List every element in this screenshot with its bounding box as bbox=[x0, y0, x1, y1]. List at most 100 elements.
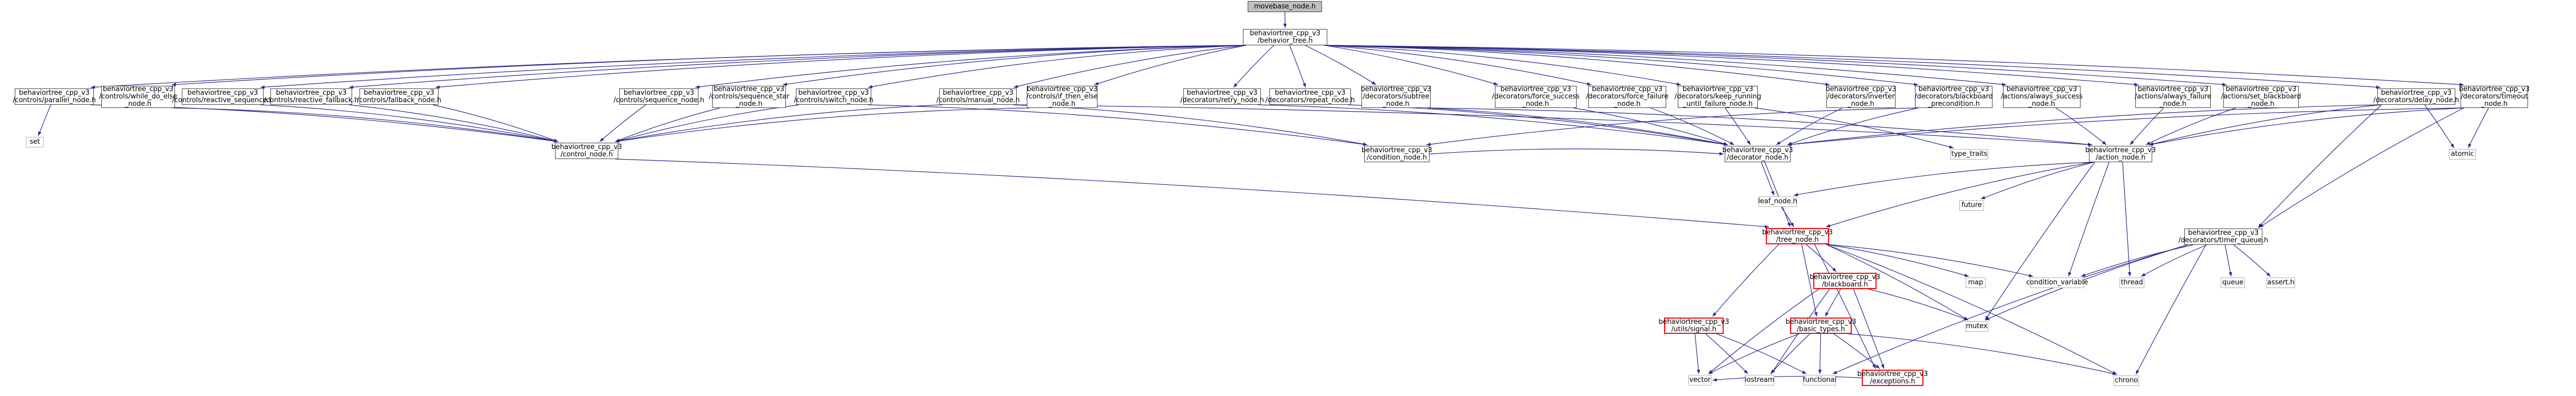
graph-edge-timeout_node-to-timer_queue bbox=[2259, 107, 2464, 228]
graph-node-while_do_else[interactable]: behaviortree_cpp_v3 /controls/while_do_e… bbox=[99, 85, 177, 108]
graph-node-tree_node[interactable]: behaviortree_cpp_v3 /tree_node.h bbox=[1762, 228, 1833, 244]
graph-edge-action_node-to-future bbox=[1980, 162, 2094, 200]
graph-node-thread[interactable]: thread bbox=[2120, 278, 2144, 288]
graph-node-reactive_sequence[interactable]: behaviortree_cpp_v3 /controls/reactive_s… bbox=[172, 88, 274, 105]
graph-edge-signal-to-iostream bbox=[1705, 333, 1748, 374]
graph-edge-action_node-to-leaf_node bbox=[1793, 162, 2093, 196]
graph-node-switch_node[interactable]: behaviortree_cpp_v3 /controls/switch_nod… bbox=[793, 88, 874, 105]
graph-node-retry_node[interactable]: behaviortree_cpp_v3 /decorators/retry_no… bbox=[1180, 88, 1264, 105]
graph-edge-tree_node-to-signal bbox=[1712, 244, 1780, 317]
graph-edge-basic_types-to-vector bbox=[1708, 333, 1800, 374]
graph-edge-signal-to-vector bbox=[1694, 333, 1700, 374]
graph-edge-behavior_tree-to-switch_node bbox=[868, 45, 1247, 88]
graph-node-always_success[interactable]: behaviortree_cpp_v3 /actions/always_succ… bbox=[2000, 85, 2083, 108]
graph-node-future[interactable]: future bbox=[1959, 200, 1984, 211]
graph-edge-behavior_tree-to-force_failure bbox=[1324, 45, 1592, 86]
graph-edge-timer_queue-to-chrono bbox=[2135, 244, 2206, 375]
graph-edge-behavior_tree-to-if_then_else bbox=[1094, 45, 1247, 85]
graph-node-functional[interactable]: functional bbox=[1803, 375, 1836, 385]
graph-edge-manual_node-to-control_node bbox=[615, 104, 943, 143]
graph-node-root[interactable]: movebase_node.h bbox=[1248, 1, 1322, 12]
graph-node-assert[interactable]: assert.h bbox=[2267, 278, 2295, 288]
graph-node-exceptions[interactable]: behaviortree_cpp_v3 /exceptions.h bbox=[1857, 370, 1928, 386]
graph-edge-behavior_tree-to-set_blackboard bbox=[1324, 45, 2227, 86]
graph-edge-basic_types-to-exceptions bbox=[1833, 333, 1880, 369]
graph-node-delay_node[interactable]: behaviortree_cpp_v3 /decorators/delay_no… bbox=[2373, 88, 2460, 105]
graph-node-leaf_node[interactable]: leaf_node.h bbox=[1758, 196, 1797, 207]
graph-edge-blackboard-to-mutex bbox=[1868, 289, 1969, 321]
graph-node-condition_variable[interactable]: condition_variable bbox=[2026, 278, 2088, 288]
graph-node-condition_node[interactable]: behaviortree_cpp_v3 /condition_node.h bbox=[1362, 146, 1432, 162]
graph-edge-tree_node-to-blackboard bbox=[1805, 244, 1837, 272]
graph-node-control_node[interactable]: behaviortree_cpp_v3 /control_node.h bbox=[551, 143, 622, 159]
graph-edge-switch_node-to-control_node bbox=[615, 104, 800, 143]
graph-edge-set_blackboard-to-action_node bbox=[2145, 107, 2236, 145]
graph-edge-delay_node-to-timer_queue bbox=[2258, 104, 2382, 228]
graph-node-atomic[interactable]: atomic bbox=[2449, 149, 2476, 160]
graph-node-blackboard_precond[interactable]: behaviortree_cpp_v3 /decorators/blackboa… bbox=[1914, 85, 1993, 108]
graph-edge-manual_node-to-action_node bbox=[1013, 104, 2093, 146]
graph-node-chrono[interactable]: chrono bbox=[2114, 375, 2139, 386]
graph-edge-always_failure-to-action_node bbox=[2130, 107, 2164, 145]
graph-edge-fallback_node-to-control_node bbox=[432, 104, 559, 142]
graph-node-repeat_node[interactable]: behaviortree_cpp_v3 /decorators/repeat_n… bbox=[1265, 88, 1355, 105]
graph-edge-behavior_tree-to-fallback_node bbox=[435, 45, 1247, 89]
graph-edge-blackboard-to-basic_types bbox=[1825, 289, 1841, 317]
graph-edge-parallel_node-to-set bbox=[38, 104, 51, 136]
graph-edge-behavior_tree-to-manual_node bbox=[1013, 45, 1247, 88]
graph-edge-manual_node-to-condition_node bbox=[1013, 104, 1368, 146]
graph-edge-while_do_else-to-control_node bbox=[171, 107, 559, 143]
graph-edge-delay_node-to-decorator_node bbox=[1787, 104, 2381, 146]
graph-edge-timer_queue-to-assert bbox=[2233, 244, 2271, 277]
graph-node-reactive_fallback[interactable]: behaviortree_cpp_v3 /controls/reactive_f… bbox=[264, 88, 359, 105]
graph-edge-timer_queue-to-functional bbox=[1832, 244, 2188, 374]
graph-node-timeout_node[interactable]: behaviortree_cpp_v3 /decorators/timeout … bbox=[2459, 85, 2530, 108]
graph-node-type_traits[interactable]: type_traits bbox=[1950, 149, 1988, 160]
graph-node-action_node[interactable]: behaviortree_cpp_v3 /action_node.h bbox=[2085, 146, 2156, 162]
graph-node-if_then_else[interactable]: behaviortree_cpp_v3 /controls/if_then_el… bbox=[1026, 85, 1098, 108]
graph-node-set_blackboard[interactable]: behaviortree_cpp_v3 /actions/set_blackbo… bbox=[2221, 85, 2301, 108]
graph-node-force_success[interactable]: behaviortree_cpp_v3 /decorators/force_su… bbox=[1492, 85, 1580, 108]
graph-node-force_failure[interactable]: behaviortree_cpp_v3 /decorators/force_fa… bbox=[1586, 85, 1669, 108]
graph-edge-basic_types-to-functional bbox=[1818, 333, 1822, 374]
graph-node-mutex[interactable]: mutex bbox=[1965, 321, 1988, 332]
graph-node-set[interactable]: set bbox=[26, 137, 44, 147]
graph-edge-action_node-to-condition_variable bbox=[2068, 162, 2110, 277]
graph-node-basic_types[interactable]: behaviortree_cpp_v3 /basic_types.h bbox=[1785, 318, 1856, 334]
graph-edge-behavior_tree-to-while_do_else bbox=[171, 45, 1247, 86]
graph-node-fallback_node[interactable]: behaviortree_cpp_v3 /controls/fallback_n… bbox=[356, 88, 442, 105]
graph-node-map[interactable]: map bbox=[1966, 278, 1986, 288]
graph-node-decorator_node[interactable]: behaviortree_cpp_v3 /decorator_node.h bbox=[1722, 146, 1793, 162]
graph-node-behavior_tree[interactable]: behaviortree_cpp_v3 /behavior_tree.h bbox=[1243, 29, 1327, 45]
graph-edge-tree_node-to-exceptions bbox=[1814, 244, 1876, 369]
graph-node-blackboard[interactable]: behaviortree_cpp_v3 /blackboard.h bbox=[1810, 273, 1880, 289]
graph-edge-behavior_tree-to-delay_node bbox=[1324, 45, 2381, 89]
graph-node-timer_queue[interactable]: behaviortree_cpp_v3 /decorators/timer_qu… bbox=[2178, 229, 2269, 245]
graph-edge-behavior_tree-to-repeat_node bbox=[1289, 45, 1306, 88]
graph-edge-if_then_else-to-control_node bbox=[615, 107, 1031, 143]
graph-node-parallel_node[interactable]: behaviortree_cpp_v3 /controls/parallel_n… bbox=[13, 88, 96, 105]
graph-node-subtree_node[interactable]: behaviortree_cpp_v3 /decorators/subtree … bbox=[1360, 85, 1432, 108]
graph-edge-inverter_node-to-decorator_node bbox=[1776, 107, 1843, 145]
graph-edge-tree_node-to-condition_variable bbox=[1825, 244, 2034, 278]
graph-edge-timeout_node-to-atomic bbox=[2467, 107, 2489, 148]
graph-edge-timer_queue-to-thread bbox=[2141, 244, 2207, 277]
graph-edge-behavior_tree-to-always_success bbox=[1324, 45, 2007, 86]
graph-node-vector[interactable]: vector bbox=[1688, 375, 1712, 385]
graph-node-sequence_node[interactable]: behaviortree_cpp_v3 /controls/sequence_n… bbox=[613, 88, 705, 105]
graph-edge-behavior_tree-to-keep_running bbox=[1324, 45, 1681, 86]
graph-node-always_failure[interactable]: behaviortree_cpp_v3 /actions/always_fail… bbox=[2134, 85, 2212, 108]
graph-node-iostream[interactable]: iostream bbox=[1745, 375, 1774, 385]
graph-edge-keep_running-to-type_traits bbox=[1754, 107, 1954, 148]
graph-edge-subtree_node-to-action_node bbox=[1427, 107, 2093, 146]
graph-node-signal[interactable]: behaviortree_cpp_v3 /utils/signal.h bbox=[1658, 318, 1729, 334]
graph-edge-reactive_fallback-to-control_node bbox=[348, 104, 559, 143]
graph-node-keep_running[interactable]: behaviortree_cpp_v3 /decorators/keep_run… bbox=[1674, 85, 1762, 108]
graph-edge-behavior_tree-to-timeout_node bbox=[1324, 45, 2464, 86]
graph-node-queue[interactable]: queue bbox=[2221, 278, 2245, 288]
graph-edge-switch_node-to-condition_node bbox=[868, 104, 1368, 146]
graph-node-sequence_star[interactable]: behaviortree_cpp_v3 /controls/sequence_s… bbox=[708, 85, 790, 108]
graph-edge-blackboard_precond-to-decorator_node bbox=[1787, 107, 1919, 145]
graph-node-inverter_node[interactable]: behaviortree_cpp_v3 /decorators/inverter… bbox=[1825, 85, 1897, 108]
graph-node-manual_node[interactable]: behaviortree_cpp_v3 /controls/manual_nod… bbox=[936, 88, 1020, 105]
